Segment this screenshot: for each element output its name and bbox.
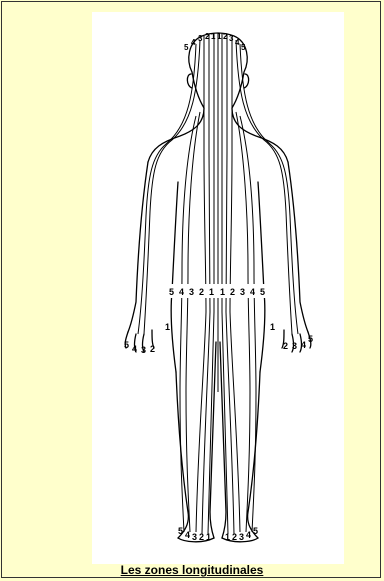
head-zone-label: 3 [198,34,203,43]
head-zone-label: 5 [241,43,246,52]
body-zones-diagram: 5 4 3 2 1 1 2 3 4 5 5 4 3 2 1 1 2 3 4 5 … [92,12,344,564]
waist-zone-label: 2 [230,287,235,297]
waist-zone-label: 4 [250,287,255,297]
right-foot-zone-label: 4 [246,530,251,540]
left-foot-zone-label: 5 [178,526,183,536]
head-zone-label: 4 [235,38,240,47]
waist-zone-label: 1 [220,287,225,297]
right-foot-zone-label: 2 [232,532,237,542]
waist-zone-label: 3 [240,287,245,297]
right-foot-zone-label: 5 [253,526,258,536]
head-zone-label: 4 [191,38,196,47]
figure-caption: Les zones longitudinales [0,563,384,577]
waist-zone-label: 5 [169,287,174,297]
waist-zone-label: 5 [260,287,265,297]
left-foot-zone-label: 3 [192,532,197,542]
illustration-panel: 5 4 3 2 1 1 2 3 4 5 5 4 3 2 1 1 2 3 4 5 … [92,12,344,564]
left-foot-zone-label: 4 [185,530,190,540]
right-hand-zone-label: 2 [283,341,288,351]
left-hand-zone-label: 2 [150,344,155,354]
right-hand-zone-label: 4 [301,340,306,350]
left-thumb-zone-label: 1 [165,322,170,332]
right-foot-zone-label: 1 [225,532,230,542]
waist-zone-label: 1 [209,287,214,297]
right-foot-zone-label: 3 [239,532,244,542]
head-zone-label: 2 [205,32,210,41]
left-hand-zone-label: 5 [124,340,129,350]
left-foot-zone-label: 2 [199,532,204,542]
left-foot-zone-label: 1 [206,532,211,542]
right-hand-zone-label: 5 [308,334,313,344]
right-thumb-zone-label: 1 [270,322,275,332]
head-zone-label: 5 [184,43,189,52]
waist-zone-label: 4 [179,287,184,297]
head-zone-label: 1 [211,32,216,41]
waist-zone-label: 2 [199,287,204,297]
head-zone-label: 2 [223,32,228,41]
left-hand-zone-numbers: 5 4 3 2 1 [124,322,170,355]
head-zone-label: 1 [217,32,222,41]
waist-zone-label: 3 [189,287,194,297]
waist-zone-numbers: 5 4 3 2 1 1 2 3 4 5 [166,284,272,298]
zone-lines [138,33,298,534]
right-hand-zone-label: 3 [292,341,297,351]
left-hand-zone-label: 3 [141,345,146,355]
head-zone-label: 3 [229,34,234,43]
left-hand-zone-label: 4 [132,344,137,354]
